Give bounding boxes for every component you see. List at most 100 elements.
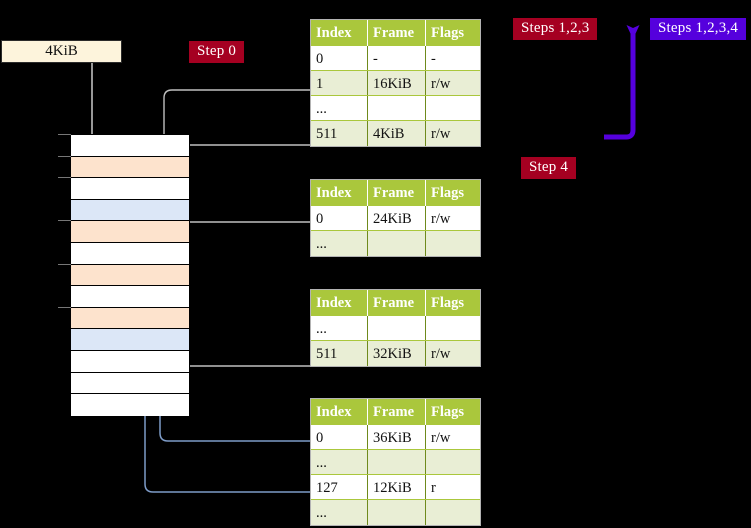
cell-frame — [368, 500, 426, 525]
frame-4kib-label: 4KiB — [45, 43, 78, 59]
page-table-row: ... — [311, 450, 480, 475]
cell-flags: - — [431, 51, 436, 67]
memory-tick — [58, 263, 71, 265]
memory-frame-row — [71, 286, 189, 308]
memory-tick — [58, 155, 71, 157]
cell-highlight: 511 — [316, 126, 338, 142]
column-header-flags: Flags — [431, 185, 465, 201]
cell-index: 0 — [311, 46, 368, 70]
cell-frame — [368, 231, 426, 256]
column-header-flags: Flags — [431, 295, 465, 311]
cell-index: 1 — [311, 71, 368, 95]
badge-steps-123: Steps 1,2,3 — [513, 18, 598, 40]
page-table-row: ... — [311, 500, 480, 525]
cell-frame: 16KiB — [368, 71, 426, 95]
page-table-row: ... — [311, 96, 480, 121]
memory-frame-row — [71, 307, 189, 330]
column-header-flags: Flags — [431, 25, 465, 41]
cell-frame: 12KiB — [368, 475, 426, 499]
column-header-frame: Frame — [368, 399, 426, 425]
cell-frame: 32KiB — [368, 341, 426, 366]
column-header-index: Index — [311, 399, 368, 425]
cell-index: ... — [311, 500, 368, 525]
column-header-index: Index — [311, 20, 368, 46]
memory-frame-row — [71, 264, 189, 287]
cell-flags — [426, 316, 480, 340]
cell-flags: r/w — [431, 76, 451, 92]
memory-frame-row — [71, 372, 189, 395]
badge-step-4: Step 4 — [521, 157, 577, 179]
cell-flags — [426, 231, 480, 256]
cell-index: 511 — [311, 121, 368, 146]
wire-t0r511-to-memory — [177, 144, 310, 172]
page-table-row: ... — [311, 316, 480, 341]
cell-flags: r/w — [431, 346, 451, 362]
memory-frame-row — [71, 156, 189, 179]
column-header-frame: Frame — [368, 290, 426, 316]
cell-flags: r/w — [431, 430, 451, 446]
cell-flags: r — [431, 480, 436, 496]
page-table-row: ... — [311, 231, 480, 256]
column-header-frame: Frame — [368, 20, 426, 46]
cell-frame — [368, 316, 426, 340]
cell-flags — [426, 450, 480, 474]
cell-flags — [426, 500, 480, 525]
wire-t1r0-to-memory — [177, 221, 310, 252]
cell-flags — [426, 96, 480, 120]
wire-t2r511-to-memory — [172, 326, 310, 367]
memory-tick — [58, 177, 71, 179]
page-table-row: 0-- — [311, 46, 480, 71]
cell-index: 0 — [311, 425, 368, 449]
cell-frame: 36KiB — [368, 425, 426, 449]
memory-frame-row — [71, 199, 189, 222]
page-table-row: 511 4KiB r/w — [311, 121, 480, 146]
memory-frame-row — [71, 135, 189, 157]
memory-frame-row — [71, 329, 189, 351]
cell-index: ... — [311, 96, 368, 120]
cell-frame: 24KiB — [368, 206, 426, 230]
physical-memory-column — [70, 134, 190, 416]
memory-frame-row — [71, 178, 189, 200]
cell-highlight: r/w — [431, 126, 451, 142]
cell-flags: r/w — [431, 211, 451, 227]
cell-index: ... — [311, 316, 368, 340]
column-header-index: Index — [311, 180, 368, 206]
memory-frame-row — [71, 394, 189, 416]
cell-index: 511 — [311, 341, 368, 366]
cell-frame — [368, 450, 426, 474]
memory-tick — [58, 134, 71, 135]
cell-frame: 4KiB — [368, 121, 426, 146]
memory-frame-row — [71, 350, 189, 373]
column-header-index: Index — [311, 290, 368, 316]
cell-flags: r/w — [426, 121, 480, 146]
cell-index: 127 — [311, 475, 368, 499]
cell-index: ... — [311, 231, 368, 256]
memory-frame-row — [71, 221, 189, 243]
memory-tick — [58, 306, 71, 308]
badge-steps-1234: Steps 1,2,3,4 — [650, 18, 747, 40]
memory-frame-row — [71, 242, 189, 265]
column-header-flags: Flags — [431, 404, 465, 420]
memory-tick — [58, 220, 71, 222]
wire-steps-bracket-arrow — [604, 25, 640, 140]
cell-highlight: 4KiB — [373, 126, 405, 142]
column-header-frame: Frame — [368, 180, 426, 206]
cell-index: ... — [311, 450, 368, 474]
cell-frame: - — [368, 46, 426, 70]
frame-4kib-box: 4KiB — [1, 40, 122, 63]
badge-step-0: Step 0 — [189, 41, 245, 63]
